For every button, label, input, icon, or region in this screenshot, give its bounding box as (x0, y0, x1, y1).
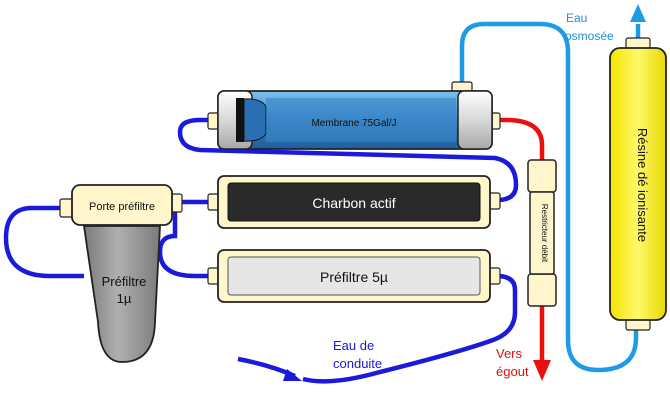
drain-pipe (492, 117, 545, 160)
prefilter-5-label: Préfiltre 5µ (320, 269, 388, 285)
feed-pipe-housing-loop (3, 205, 84, 279)
feed-pipe-carbon-to-membrane (177, 117, 519, 203)
resin-label: Résine dé ionisante (635, 128, 650, 242)
osmosis-water-label-line1: Eau (566, 11, 587, 25)
feed-pipe-main (302, 273, 518, 384)
prefilter-housing: Porte préfiltre Préfiltre 1µ (59, 184, 183, 363)
prefilter-1-label-line2: 1µ (117, 291, 132, 306)
flow-restrictor: Restricteur débit (527, 159, 557, 307)
drain-label-line1: Vers (496, 346, 523, 361)
inlet-water-label-line2: conduite (333, 356, 382, 371)
restrictor-label: Restricteur débit (540, 204, 549, 263)
inlet-water-label-line1: Eau de (333, 338, 374, 353)
carbon-filter: Charbon actif (207, 175, 501, 229)
prefilter-1-label-line1: Préfiltre (102, 274, 147, 289)
product-pipe-membrane-out (459, 21, 639, 373)
housing-label: Porte préfiltre (89, 201, 155, 213)
product-outlet-arrowhead (630, 4, 646, 22)
prefilter-5-micron: Préfiltre 5µ (207, 249, 501, 303)
osmosis-water-label-line2: osmosée (565, 29, 614, 43)
deionizing-resin: Résine dé ionisante (609, 37, 667, 331)
membrane-housing: Membrane 75Gal/J (207, 81, 501, 150)
carbon-label: Charbon actif (312, 195, 395, 211)
drain-label-line2: égout (496, 364, 529, 379)
drain-arrowhead (533, 360, 551, 381)
membrane-label: Membrane 75Gal/J (311, 118, 396, 129)
feed-inlet-arrowhead (283, 369, 302, 381)
